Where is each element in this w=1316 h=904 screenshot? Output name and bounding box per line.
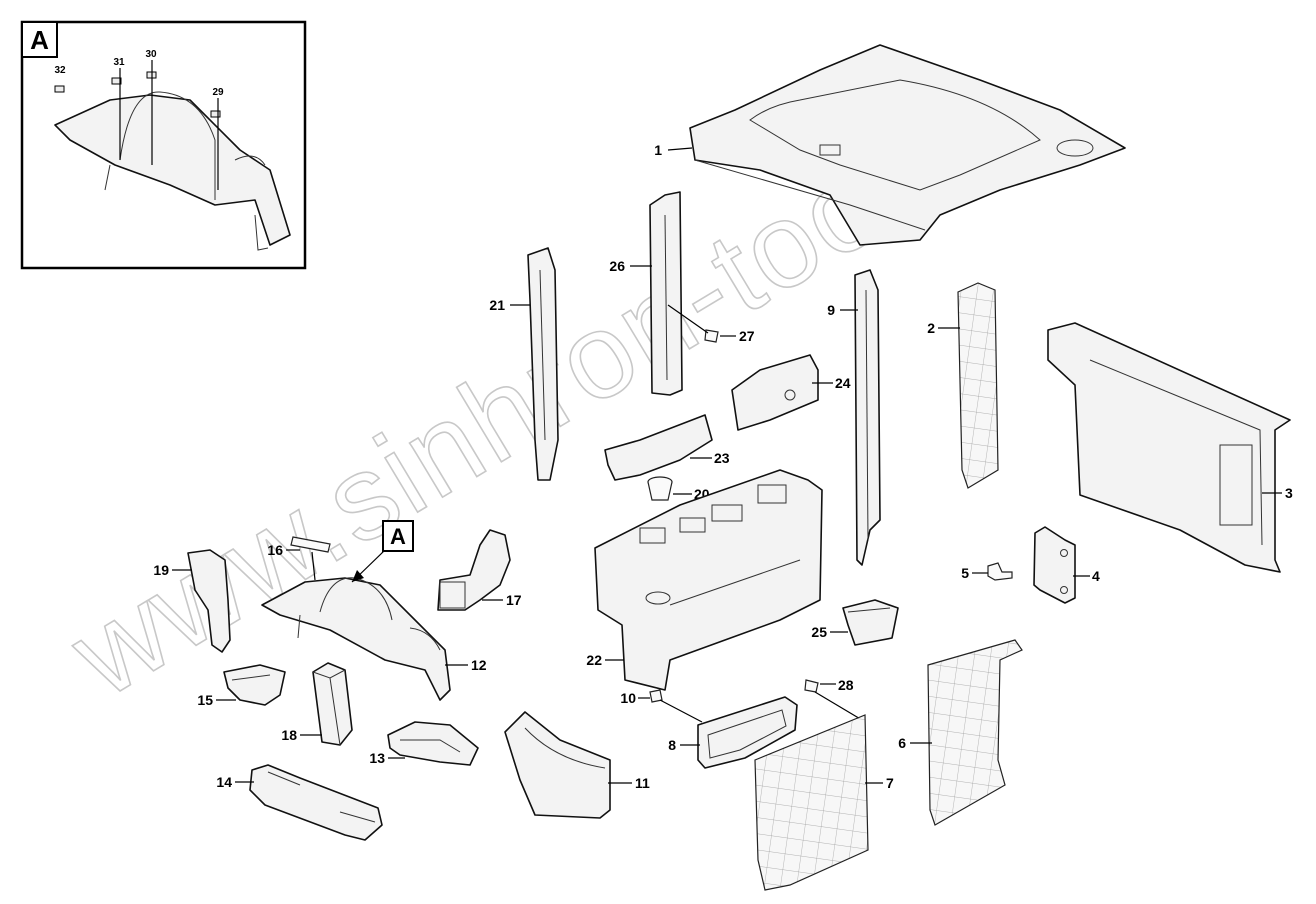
- callout-21: 21: [489, 297, 505, 313]
- part-11-side-trim: [504, 711, 611, 819]
- callout-2: 2: [927, 320, 935, 336]
- callout-15: 15: [197, 692, 213, 708]
- callout-14: 14: [216, 774, 232, 790]
- part-1-roof-liner: [689, 44, 1126, 246]
- inset-callout-29: 29: [212, 87, 224, 98]
- inset-callout-31: 31: [113, 57, 125, 68]
- part-2-mesh-pillar: [957, 282, 999, 489]
- inset-callout-30: 30: [145, 49, 157, 60]
- part-14-bottom-duct: [249, 764, 383, 841]
- part-24-bracket: [731, 354, 819, 431]
- callout-23: 23: [714, 450, 730, 466]
- callout-9: 9: [827, 302, 835, 318]
- inset-callout-32: 32: [54, 65, 66, 76]
- detail-marker-a: A: [351, 520, 414, 583]
- callout-6: 6: [898, 735, 906, 751]
- part-22-console-panel: [594, 469, 823, 691]
- part-12-dash-duct: [261, 577, 451, 701]
- part-21-a-pillar: [527, 247, 559, 481]
- callout-28: 28: [838, 677, 854, 693]
- callout-7: 7: [886, 775, 894, 791]
- part-6-mesh-panel: [927, 639, 1023, 826]
- inset-detail-a: A 32 31 30 29: [20, 20, 307, 270]
- part-19-vertical-duct: [187, 549, 231, 653]
- part-10-screw: [649, 689, 703, 723]
- part-25-storage-box: [842, 599, 899, 646]
- part-3-rear-wall: [1047, 322, 1291, 573]
- callout-4: 4: [1092, 568, 1100, 584]
- callout-27: 27: [739, 328, 755, 344]
- part-7-mesh-door-trim: [754, 714, 869, 891]
- callout-5: 5: [961, 565, 969, 581]
- part-16-vent-grille: [290, 536, 331, 581]
- part-27-screw: [667, 304, 719, 343]
- callout-18: 18: [281, 727, 297, 743]
- callout-24: 24: [835, 375, 851, 391]
- part-13-vent-housing: [387, 721, 479, 766]
- callout-22: 22: [586, 652, 602, 668]
- callout-16: 16: [267, 542, 283, 558]
- part-26-pillar-trim: [649, 191, 683, 396]
- callout-8: 8: [668, 737, 676, 753]
- callout-19: 19: [153, 562, 169, 578]
- callout-3: 3: [1285, 485, 1293, 501]
- part-18-box-duct: [312, 662, 353, 746]
- callout-12: 12: [471, 657, 487, 673]
- callout-10: 10: [620, 690, 636, 706]
- callout-26: 26: [609, 258, 625, 274]
- part-17-air-duct: [437, 529, 511, 611]
- detail-marker-label: A: [390, 524, 406, 549]
- part-5-clip: [987, 562, 1013, 581]
- part-15-vent-outlet: [223, 664, 286, 706]
- part-28-screw: [804, 679, 863, 721]
- part-20-cup-holder: [647, 476, 673, 501]
- part-23-side-trim: [604, 414, 713, 481]
- callout-25: 25: [811, 624, 827, 640]
- inset-label: A: [30, 25, 49, 55]
- callout-1: 1: [654, 142, 662, 158]
- callout-13: 13: [369, 750, 385, 766]
- part-4-cover-plate: [1033, 526, 1076, 604]
- part-9-long-strip: [854, 269, 881, 566]
- callout-17: 17: [506, 592, 522, 608]
- callout-11: 11: [635, 775, 650, 791]
- part-8-pocket-frame: [697, 696, 798, 769]
